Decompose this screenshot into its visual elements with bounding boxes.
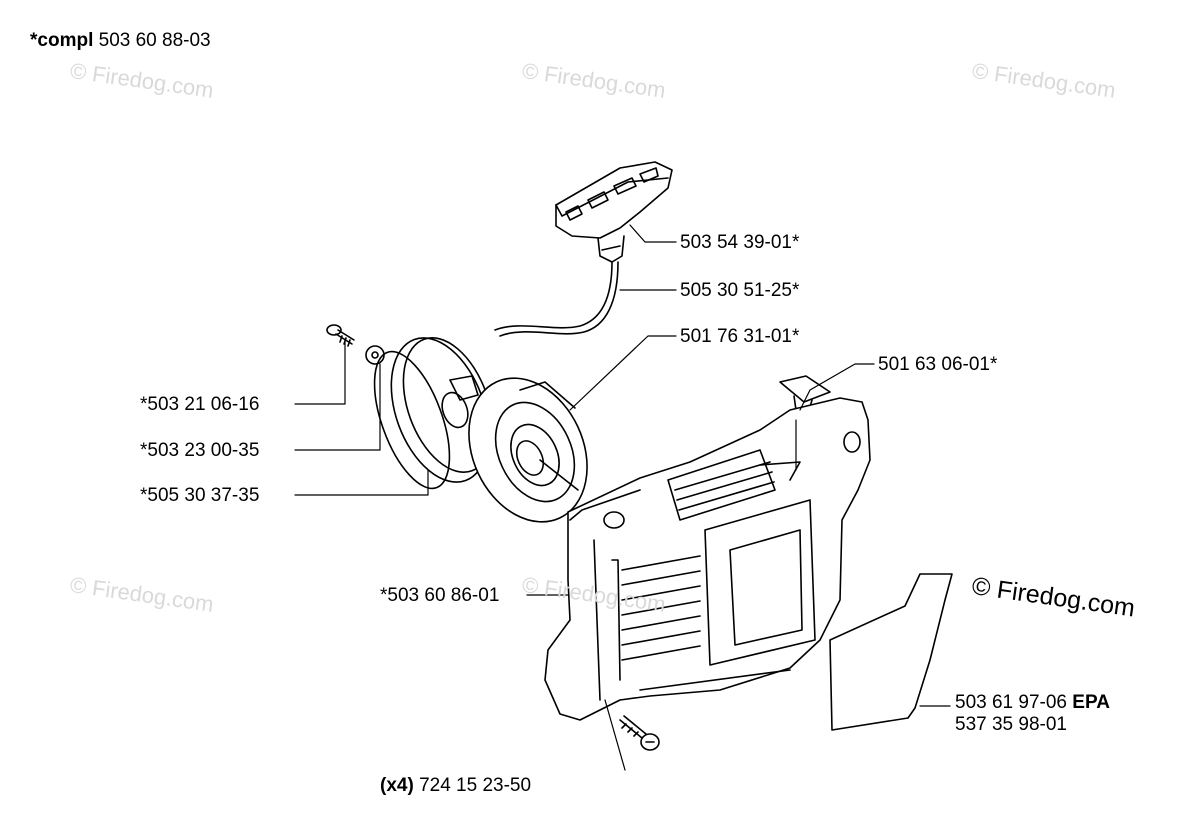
compl-number: 503 60 88-03	[98, 30, 211, 51]
recoil-spring-drawing	[468, 377, 588, 523]
assembly-label: *compl 503 60 88-03	[30, 30, 211, 52]
compl-prefix: *compl	[30, 30, 94, 51]
leader-lines	[294, 224, 951, 771]
bottom-screw-drawing	[619, 715, 660, 751]
top-screw-drawing	[326, 324, 355, 347]
part-label-grommet[interactable]: 501 63 06-01*	[878, 354, 998, 375]
screw-qty: (x4)	[380, 775, 414, 796]
decal-number: 503 61 97-06	[955, 692, 1067, 713]
part-label-decal[interactable]: 503 61 97-06 EPA	[955, 692, 1110, 714]
screw-number: 724 15 23-50	[419, 775, 532, 796]
part-label-cover[interactable]: *503 60 86-01	[380, 585, 500, 606]
decal-suffix: EPA	[1072, 692, 1110, 713]
part-label-spring[interactable]: 501 76 31-01*	[680, 326, 800, 347]
part-label-handle[interactable]: 503 54 39-01*	[680, 232, 800, 253]
part-label-decal-alt[interactable]: 537 35 98-01	[955, 714, 1067, 735]
pulley-drawing	[373, 337, 494, 490]
starter-cover-drawing	[544, 397, 871, 721]
decal-drawing	[829, 573, 953, 731]
part-label-washer[interactable]: *503 23 00-35	[140, 440, 260, 461]
part-label-screw-bottom[interactable]: (x4) 724 15 23-50	[380, 775, 531, 797]
part-label-rope[interactable]: 505 30 51-25*	[680, 280, 800, 301]
starter-handle-drawing	[555, 161, 673, 263]
washer-drawing	[365, 345, 385, 365]
part-label-screw-top[interactable]: *503 21 06-16	[140, 394, 260, 415]
rope-drawing	[494, 261, 619, 337]
part-label-pulley[interactable]: *505 30 37-35	[140, 485, 260, 506]
